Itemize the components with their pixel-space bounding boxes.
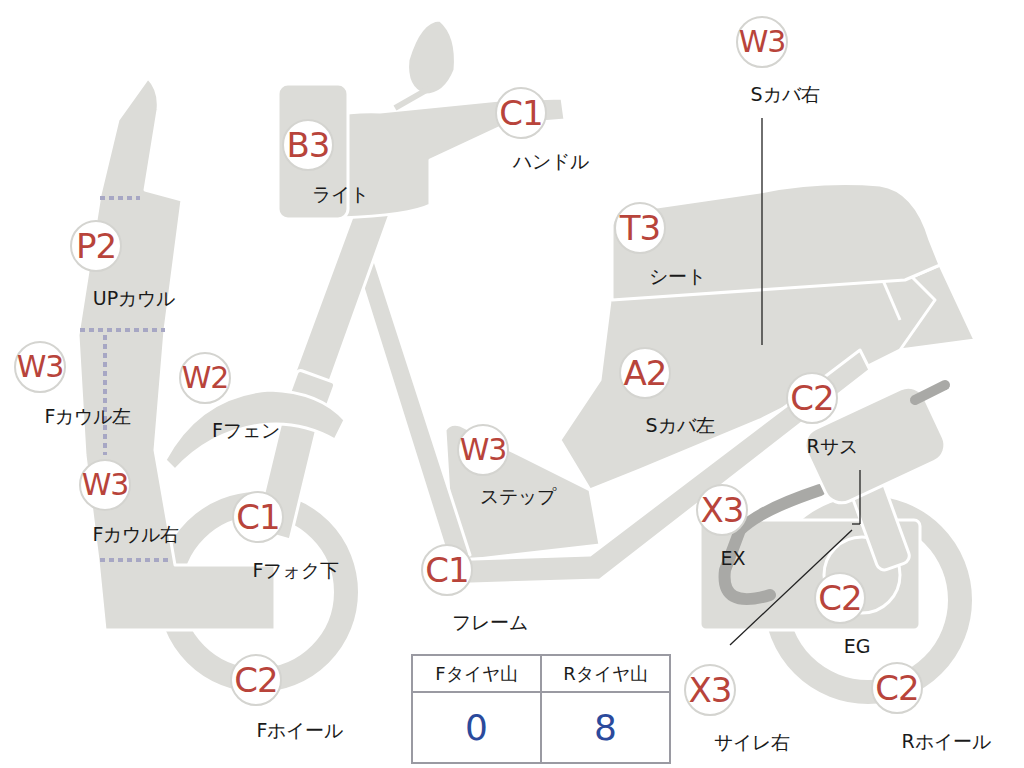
callout-code: C2 xyxy=(790,381,833,415)
callout-code: T3 xyxy=(620,211,660,245)
callout-code: C1 xyxy=(236,500,279,534)
callout: C1フレーム xyxy=(421,544,473,596)
callout: C1Fフォク下 xyxy=(232,491,284,543)
part-name: ステップ xyxy=(480,486,556,507)
fork xyxy=(255,190,395,540)
callout-code: W3 xyxy=(17,352,64,382)
callout-code: W3 xyxy=(460,435,507,465)
callout: C2Rサス xyxy=(786,372,838,424)
callout-circle: T3 xyxy=(614,202,666,254)
part-name: Rサス xyxy=(806,436,857,457)
callout-circle: X3 xyxy=(696,484,748,536)
callout-circle: W3 xyxy=(14,341,66,393)
callout-code: A2 xyxy=(624,356,667,390)
callout: W3Sカバ右 xyxy=(736,16,788,68)
callout-circle: C1 xyxy=(495,87,547,139)
callout-circle: P2 xyxy=(70,220,122,272)
callout: A2Sカバ左 xyxy=(619,347,671,399)
callout-code: W2 xyxy=(182,363,229,393)
part-name: ライト xyxy=(312,184,369,205)
table-value: 8 xyxy=(541,692,670,763)
front-fender xyxy=(165,390,345,470)
callout-code: B3 xyxy=(287,128,330,162)
part-name: EX xyxy=(720,548,745,569)
callout-circle: B3 xyxy=(282,119,334,171)
callout: W3ステップ xyxy=(457,424,509,476)
callout-code: X3 xyxy=(689,673,732,707)
callout-circle: W2 xyxy=(179,352,231,404)
callout-circle: C2 xyxy=(786,372,838,424)
callout-code: C1 xyxy=(499,96,542,130)
part-name: EG xyxy=(844,636,871,657)
seat xyxy=(612,184,940,300)
callout-circle: C2 xyxy=(814,572,866,624)
table-header: Fタイヤ山 xyxy=(412,655,541,692)
callout-circle: C2 xyxy=(871,662,923,714)
part-name: ハンドル xyxy=(513,151,589,172)
callout-circle: W3 xyxy=(457,424,509,476)
callout-code: C2 xyxy=(818,581,861,615)
part-name: フレーム xyxy=(452,612,528,633)
callout-code: C1 xyxy=(425,553,468,587)
callout-circle: W3 xyxy=(736,16,788,68)
callout-circle: C2 xyxy=(230,654,282,706)
callout: C2EG xyxy=(814,572,866,624)
callout-circle: A2 xyxy=(619,347,671,399)
table-value: 0 xyxy=(412,692,541,763)
callout: W3Fカウル右 xyxy=(79,459,131,511)
callout-code: C2 xyxy=(234,663,277,697)
callout: T3シート xyxy=(614,202,666,254)
part-name: Fカウル左 xyxy=(45,406,132,427)
callout-code: W3 xyxy=(82,470,129,500)
part-name: Fホイール xyxy=(257,720,344,741)
table-header: Rタイヤ山 xyxy=(541,655,670,692)
part-name: Sカバ左 xyxy=(645,415,714,436)
callout: X3サイレ右 xyxy=(684,664,736,716)
callout: C1ハンドル xyxy=(495,87,547,139)
part-name: UPカウル xyxy=(93,288,175,309)
callout: C2Rホイール xyxy=(871,662,923,714)
callout-code: X3 xyxy=(701,493,744,527)
part-name: Rホイール xyxy=(901,731,990,752)
callout-code: P2 xyxy=(76,229,116,263)
part-name: Fフォク下 xyxy=(253,560,340,581)
part-name: サイレ右 xyxy=(714,732,790,753)
callout-circle: W3 xyxy=(79,459,131,511)
part-name: Sカバ右 xyxy=(750,84,819,105)
callout: W2Fフェン xyxy=(179,352,231,404)
part-name: Fフェン xyxy=(212,420,280,441)
mirror xyxy=(408,20,456,95)
part-name: シート xyxy=(649,266,706,287)
callout-circle: C1 xyxy=(232,491,284,543)
part-name: Fカウル右 xyxy=(93,524,180,545)
front-cowl xyxy=(78,78,275,630)
step xyxy=(445,424,600,560)
callout: B3ライト xyxy=(282,119,334,171)
callout-circle: C1 xyxy=(421,544,473,596)
leader-lines xyxy=(730,118,860,645)
callout: P2UPカウル xyxy=(70,220,122,272)
callout: C2Fホイール xyxy=(230,654,282,706)
callout-code: W3 xyxy=(739,27,786,57)
callout: W3Fカウル左 xyxy=(14,341,66,393)
callout-circle: X3 xyxy=(684,664,736,716)
tire-table xyxy=(412,655,670,763)
callout: X3EX xyxy=(696,484,748,536)
callout-code: C2 xyxy=(875,671,918,705)
